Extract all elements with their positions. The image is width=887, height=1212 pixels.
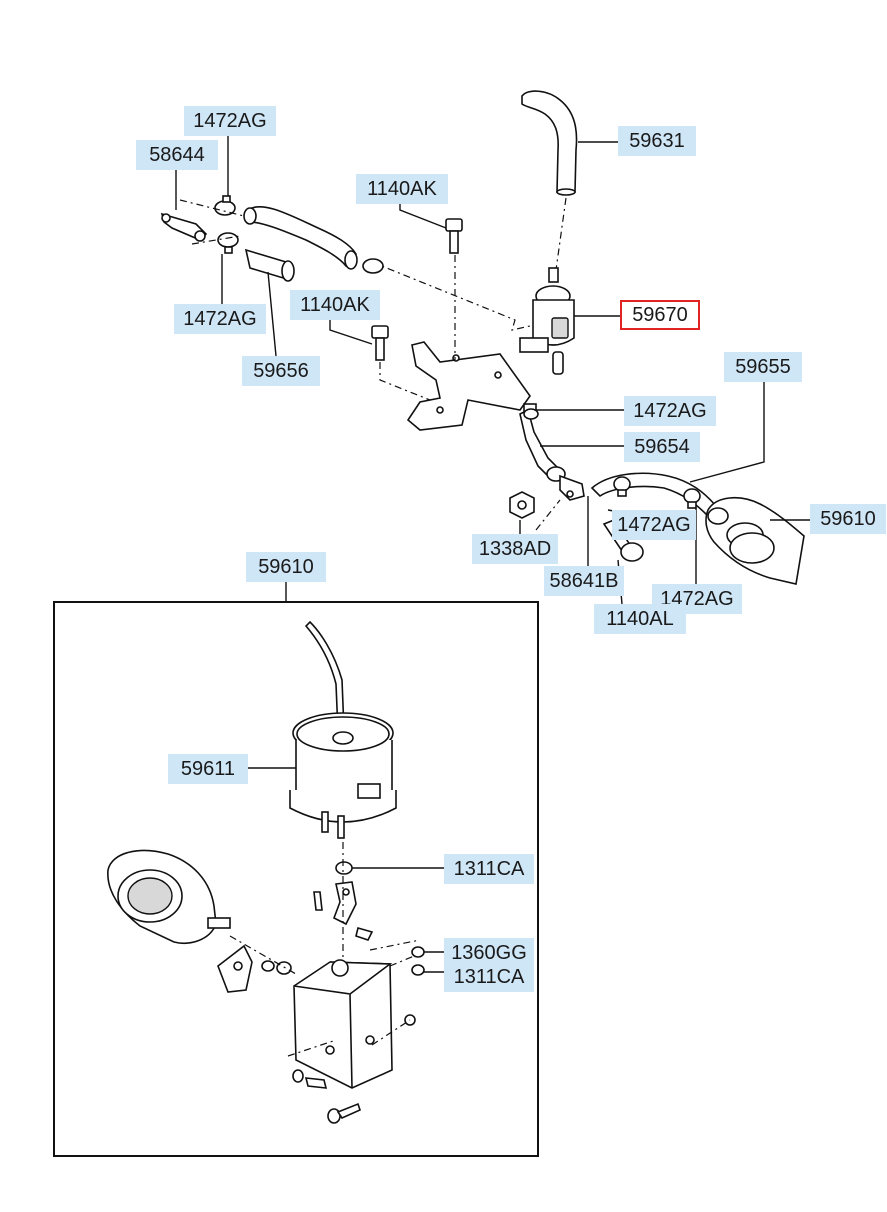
bolt-1140ak-upper [445,218,463,254]
hose-59631 [521,90,578,196]
detail-box [53,601,539,1157]
callout-58641b[interactable]: 58641B [544,566,624,596]
clamp-hose-end [362,258,384,274]
clamp-1472ag-low [613,476,631,497]
leader-1140ak-lower [329,318,373,345]
axis-bracket-c [389,955,415,967]
callout-59610-right[interactable]: 59610 [810,504,886,534]
axis-1140ak-lower [379,362,431,401]
nut-1360gg [411,946,425,958]
nipple-58644 [160,212,208,242]
callout-1338ad[interactable]: 1338AD [472,534,558,564]
callout-1311ca-a[interactable]: 1311CA [444,854,534,884]
small-bolt-b [327,1102,361,1124]
callout-1311ca-b[interactable]: 1311CA [444,962,534,992]
callout-59654[interactable]: 59654 [624,432,700,462]
axis-mid-right [535,499,561,531]
canister-59610-small [705,497,805,585]
canister-bracket [293,959,416,1089]
clamp-1472ag-top [214,195,236,216]
axis-left-hose-b [191,235,241,245]
nipple-58641b [559,474,585,501]
callout-59670[interactable]: 59670 [620,300,700,330]
washers [261,960,292,975]
link-rod [313,881,357,926]
callout-59631[interactable]: 59631 [618,126,696,156]
bolt-1140ak-lower [371,325,389,361]
callout-1472ag-left[interactable]: 1472AG [174,304,266,334]
screw-center [355,927,374,941]
leader-59656 [267,271,277,357]
throttle-body [107,849,231,944]
hose-59656 [244,248,295,282]
axis-throttle [229,935,297,975]
clamp-1472ag-bottom [683,488,701,509]
callout-1472ag-mid[interactable]: 1472AG [624,396,716,426]
clamp-1472ag-mid [523,408,539,420]
valve-59670 [519,267,575,375]
callout-59610-box[interactable]: 59610 [246,552,326,582]
nut-1311ca-b [411,964,425,976]
callout-59655[interactable]: 59655 [724,352,802,382]
small-bolt-a [292,1069,328,1089]
callout-1140ak-upper[interactable]: 1140AK [356,174,448,204]
axis-bracket-b [371,1019,411,1046]
callout-59611[interactable]: 59611 [168,754,248,784]
axis-detail-diag [369,939,421,951]
clamp-1472ag-left [217,232,239,254]
leader-59655 [689,382,765,483]
axis-59631 [555,197,567,271]
hose-upper-left [243,205,358,270]
nut-1338ad [509,491,535,519]
callout-1140al[interactable]: 1140AL [594,604,686,634]
axis-59670-a [371,261,531,331]
canister-59611 [289,620,397,839]
callout-59656[interactable]: 59656 [242,356,320,386]
callout-1472ag-top[interactable]: 1472AG [184,106,276,136]
callout-1472ag-low[interactable]: 1472AG [612,510,696,540]
callout-1140ak-lower[interactable]: 1140AK [290,290,380,320]
callout-58644[interactable]: 58644 [136,140,218,170]
nut-1311ca-a [335,861,353,875]
bracket [406,341,531,431]
callout-1472ag-bottom[interactable]: 1472AG [652,584,742,614]
axis-left-hose [179,199,245,217]
lever-plate [217,944,253,993]
